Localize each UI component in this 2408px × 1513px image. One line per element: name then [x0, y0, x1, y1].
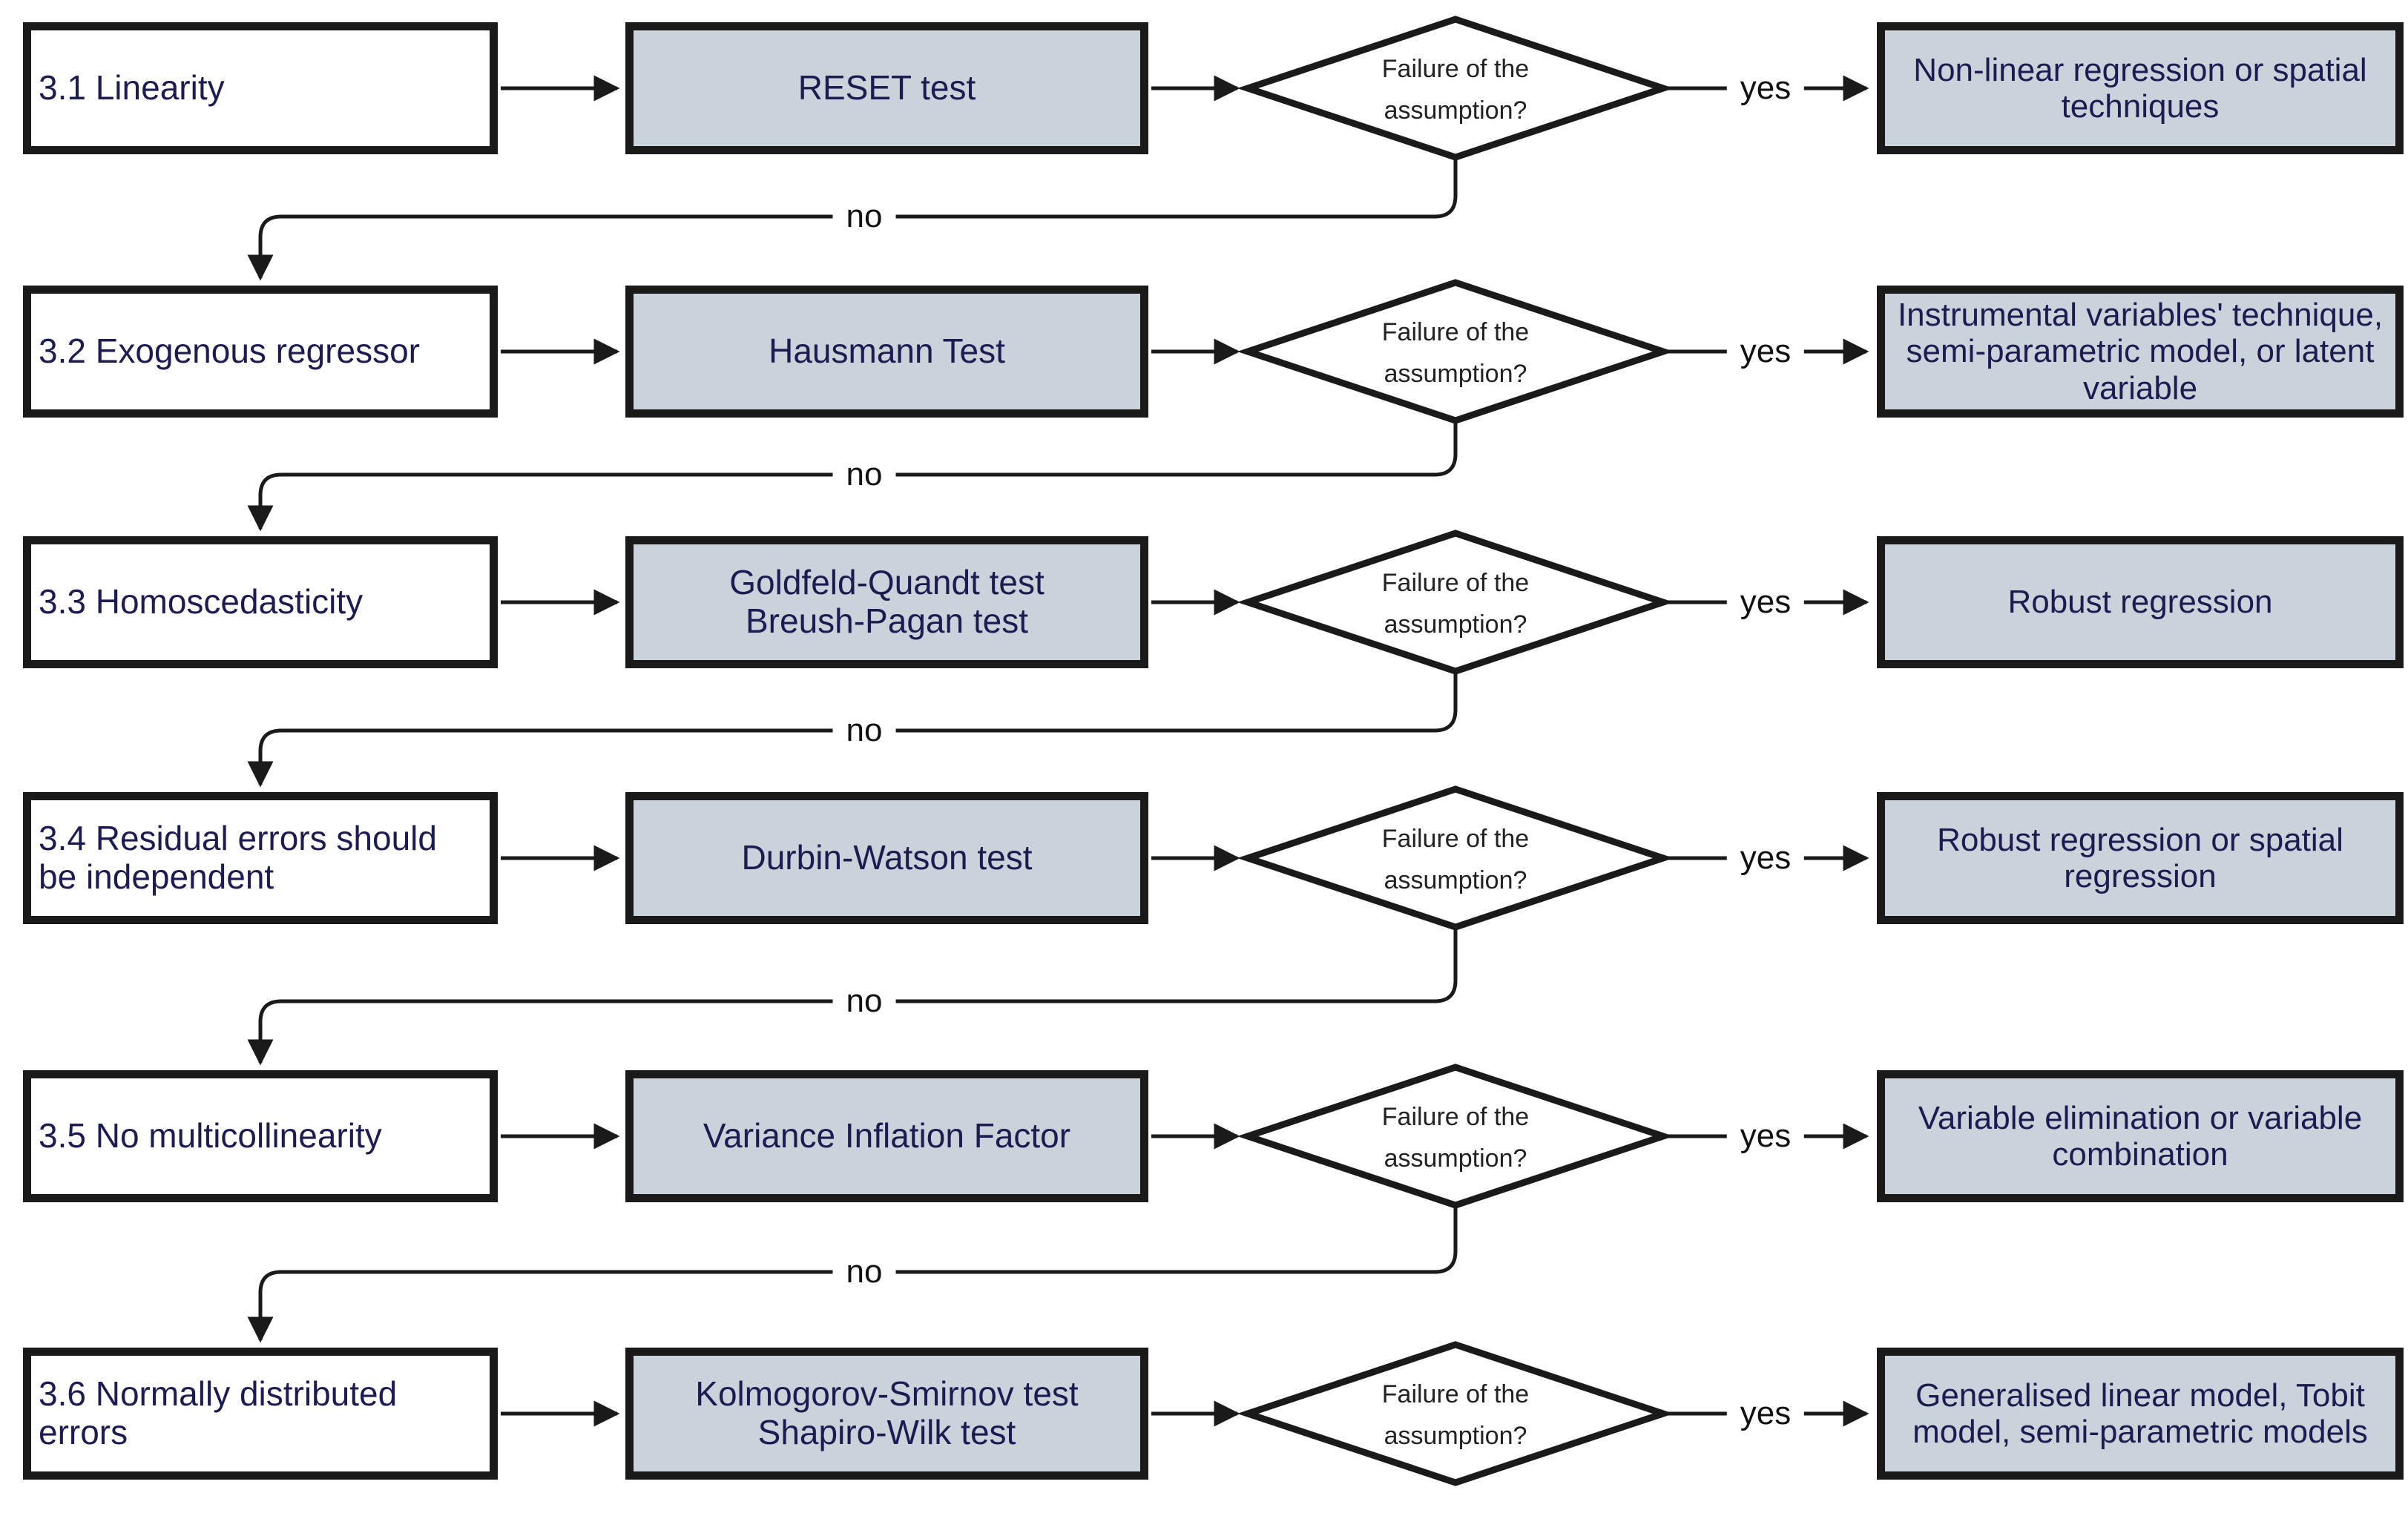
- test-box: Durbin-Watson test: [625, 792, 1148, 924]
- decision-label: Failure of the assumption?: [1315, 291, 1596, 415]
- yes-label: yes: [1726, 580, 1805, 624]
- assumption-box: 3.2 Exogenous regressor: [23, 286, 498, 418]
- decision-label: Failure of the assumption?: [1315, 797, 1596, 922]
- assumption-box: 3.4 Residual errors should be independen…: [23, 792, 498, 924]
- remedy-box: Instrumental variables' technique, semi-…: [1877, 286, 2404, 418]
- decision-label: Failure of the assumption?: [1315, 541, 1596, 666]
- decision-label-line: assumption?: [1384, 610, 1527, 639]
- assumption-box: 3.6 Normally distributed errors: [23, 1348, 498, 1480]
- test-label-line: Variance Inflation Factor: [703, 1116, 1071, 1156]
- remedy-box: Generalised linear model, Tobit model, s…: [1877, 1348, 2404, 1480]
- assumption-label: 3.3 Homoscedasticity: [39, 582, 363, 622]
- remedy-label: Robust regression: [2007, 584, 2273, 621]
- test-label-line: RESET test: [797, 68, 976, 108]
- yes-label: yes: [1726, 836, 1805, 880]
- yes-label: yes: [1726, 66, 1805, 111]
- decision-label: Failure of the assumption?: [1315, 27, 1596, 152]
- test-label-line: Breush-Pagan test: [745, 601, 1028, 640]
- assumption-label: 3.4 Residual errors should be independen…: [39, 819, 437, 896]
- assumption-box: 3.1 Linearity: [23, 22, 498, 154]
- no-label: no: [832, 194, 896, 239]
- decision-label-line: Failure of the: [1381, 54, 1530, 83]
- remedy-box: Variable elimination or variable combina…: [1877, 1070, 2404, 1202]
- remedy-box: Robust regression: [1877, 536, 2404, 668]
- decision-label-line: Failure of the: [1381, 317, 1530, 346]
- decision-label-line: assumption?: [1384, 96, 1527, 125]
- test-label-line: Kolmogorov-Smirnov test: [695, 1374, 1079, 1414]
- test-box: Variance Inflation Factor: [625, 1070, 1148, 1202]
- decision-label-line: Failure of the: [1381, 1102, 1530, 1131]
- assumption-label: 3.2 Exogenous regressor: [39, 332, 420, 371]
- decision-label: Failure of the assumption?: [1315, 1075, 1596, 1200]
- assumption-label: 3.6 Normally distributed errors: [39, 1374, 398, 1451]
- remedy-label: Instrumental variables' technique, semi-…: [1897, 297, 2384, 406]
- remedy-label: Generalised linear model, Tobit model, s…: [1912, 1377, 2368, 1450]
- test-label-line: Durbin-Watson test: [741, 838, 1033, 877]
- yes-label: yes: [1726, 1114, 1805, 1158]
- decision-diamond: [1237, 1341, 1674, 1486]
- test-label-line: Hausmann Test: [769, 332, 1005, 371]
- remedy-box: Non-linear regression or spatial techniq…: [1877, 22, 2404, 154]
- yes-label: yes: [1726, 329, 1805, 374]
- decision-label-line: assumption?: [1384, 360, 1527, 388]
- no-label: no: [832, 708, 896, 753]
- remedy-label: Robust regression or spatial regression: [1937, 821, 2343, 894]
- no-label: no: [832, 979, 896, 1024]
- remedy-label: Variable elimination or variable combina…: [1918, 1099, 2363, 1173]
- decision-label: Failure of the assumption?: [1315, 1353, 1596, 1477]
- assumption-box: 3.5 No multicollinearity: [23, 1070, 498, 1202]
- assumption-label: 3.1 Linearity: [39, 68, 225, 108]
- decision-label-line: Failure of the: [1381, 1380, 1530, 1408]
- test-box: RESET test: [625, 22, 1148, 154]
- decision-label-line: Failure of the: [1381, 568, 1530, 597]
- yes-label: yes: [1726, 1391, 1805, 1436]
- decision-label-line: assumption?: [1384, 866, 1527, 894]
- remedy-label: Non-linear regression or spatial techniq…: [1913, 51, 2367, 125]
- decision-label-line: assumption?: [1384, 1144, 1527, 1173]
- decision-label-line: Failure of the: [1381, 824, 1530, 853]
- no-label: no: [832, 1250, 896, 1294]
- no-label: no: [832, 452, 896, 497]
- assumption-box: 3.3 Homoscedasticity: [23, 536, 498, 668]
- test-label-line: Shapiro-Wilk test: [757, 1413, 1016, 1451]
- test-label-line: Goldfeld-Quandt test: [729, 563, 1045, 602]
- remedy-box: Robust regression or spatial regression: [1877, 792, 2404, 924]
- test-box: Hausmann Test: [625, 286, 1148, 418]
- decision-label-line: assumption?: [1384, 1422, 1527, 1450]
- assumption-label: 3.5 No multicollinearity: [39, 1116, 382, 1156]
